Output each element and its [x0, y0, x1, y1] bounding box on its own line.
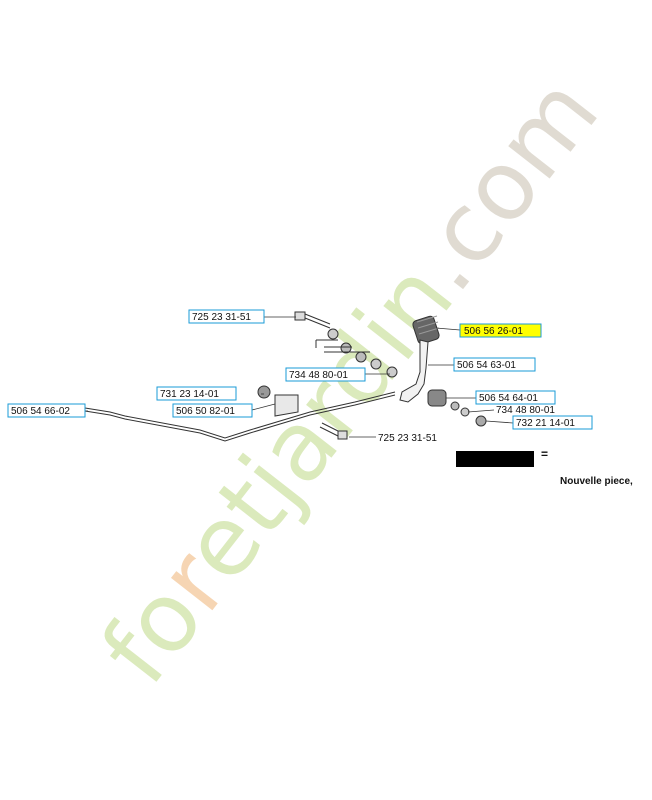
part-number: 506 54 64-01: [479, 393, 538, 404]
part-number: 734 48 80-01: [496, 405, 555, 416]
part-number: 731 23 14-01: [160, 389, 219, 400]
pivot-bushing: [427, 389, 447, 407]
nut-1: [327, 328, 339, 340]
nut-2: [370, 358, 382, 370]
bracket-plate: [274, 394, 299, 417]
part-number: 506 54 66-02: [11, 406, 70, 417]
legend-equals: =: [541, 447, 549, 461]
leader-lines: [85, 316, 514, 438]
part-label-734-48-80-01-left[interactable]: 734 48 80-01: [285, 367, 366, 382]
part-number: 506 50 82-01: [176, 406, 235, 417]
control-rod: [84, 391, 396, 439]
part-number: 725 23 31-51: [192, 312, 251, 323]
part-number: 506 54 63-01: [457, 360, 516, 371]
part-label-506-54-64-01[interactable]: 506 54 64-01: [475, 390, 556, 405]
top-bolt: [294, 311, 331, 329]
nut-right: [460, 407, 470, 417]
part-label-506-54-63-01[interactable]: 506 54 63-01: [453, 357, 536, 372]
lever-arm: [399, 339, 429, 403]
part-label-506-56-26-01[interactable]: 506 56 26-01: [459, 323, 542, 338]
part-number: 506 56 26-01: [464, 326, 523, 337]
part-label-732-21-14-01[interactable]: 732 21 14-01: [512, 415, 593, 430]
part-label-506-54-66-02[interactable]: 506 54 66-02: [7, 403, 86, 418]
washer-2: [355, 351, 367, 363]
part-label-725-23-31-51-bottom[interactable]: 725 23 31-51: [378, 433, 437, 444]
legend-swatch: [456, 451, 534, 467]
nut-3: [386, 366, 398, 378]
locknut-right: [475, 415, 487, 427]
nut-left: [257, 385, 271, 399]
lower-bolt: [319, 422, 348, 440]
part-label-506-50-82-01[interactable]: 506 50 82-01: [172, 403, 253, 418]
part-label-731-23-14-01[interactable]: 731 23 14-01: [156, 386, 237, 401]
washer-1: [340, 342, 352, 354]
handle-grip: [412, 315, 440, 345]
part-label-734-48-80-01-right[interactable]: 734 48 80-01: [496, 405, 555, 416]
part-number: 725 23 31-51: [378, 433, 437, 444]
part-labels: 725 23 31-51 506 56 26-01 506 54 63-01 7…: [7, 309, 593, 444]
part-number: 734 48 80-01: [289, 370, 348, 381]
part-number: 732 21 14-01: [516, 418, 575, 429]
part-label-725-23-31-51-top[interactable]: 725 23 31-51: [188, 309, 265, 324]
mechanism-drawing: [84, 311, 487, 442]
legend-note: Nouvelle piece,: [560, 476, 633, 487]
washer-right: [450, 401, 460, 411]
